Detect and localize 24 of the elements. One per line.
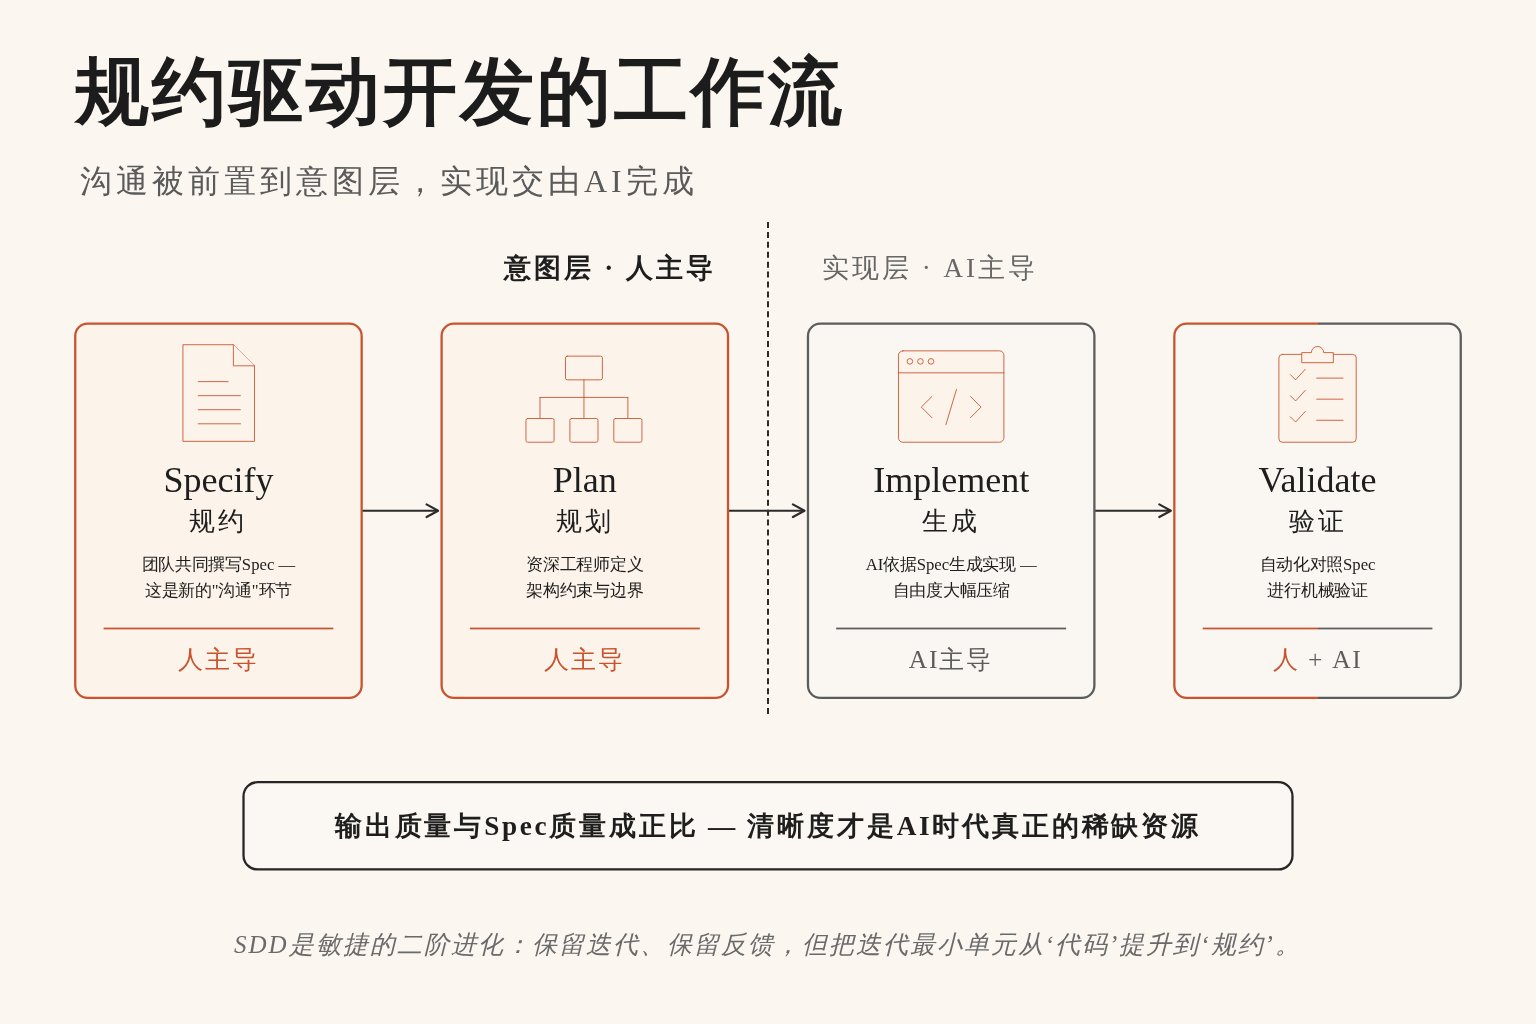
step-subtitle: 生成 (922, 506, 981, 536)
role-label: 人主导 (103, 627, 334, 677)
role-label: 人主导 (469, 627, 700, 677)
step-subtitle: 验证 (1288, 506, 1347, 536)
layer-label: 实现层 · AI主导 (822, 251, 1038, 285)
step-description: 资深工程师定义架构约束与边界 (525, 553, 645, 602)
step-description: 自动化对照Spec进行机械验证 (1258, 553, 1377, 602)
arrow (728, 503, 806, 519)
step-subtitle: 规划 (555, 506, 614, 536)
role-label: AI主导 (836, 627, 1067, 677)
arrow (1094, 503, 1172, 519)
title: 规约驱动开发的工作流 (75, 50, 845, 135)
layer-label: 意图层 · 人主导 (504, 251, 716, 285)
step-title: Plan (552, 459, 617, 501)
arrow (361, 503, 440, 519)
step-title: Validate (1258, 459, 1377, 501)
step-description: AI依据Spec生成实现 — 自由度大幅压缩 (864, 553, 1038, 602)
step-description: 团队共同撰写Spec — 这是新的"沟通"环节 (140, 553, 297, 602)
step-subtitle: 规约 (189, 506, 248, 536)
subtitle: 沟通被前置到意图层，实现交由AI完成 (80, 162, 698, 201)
caption: SDD是敏捷的二阶进化：保留迭代、保留反馈，但把迭代最小单元从‘代码’提升到‘规约’。 (233, 930, 1303, 960)
step-title: Specify (163, 459, 274, 501)
summary-text: 输出质量与Spec质量成正比 — 清晰度才是AI时代真正的稀缺资源 (334, 809, 1202, 843)
step-title: Implement (873, 459, 1030, 501)
